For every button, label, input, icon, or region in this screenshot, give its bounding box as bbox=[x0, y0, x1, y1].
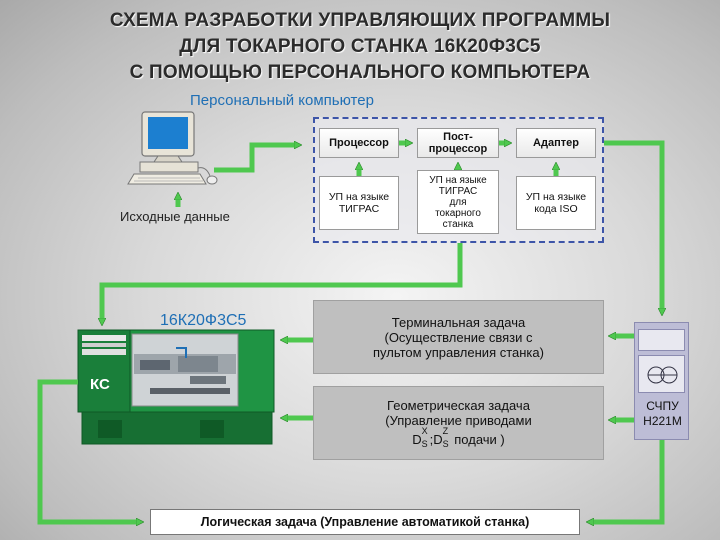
terminal-task-line-1: Терминальная задача bbox=[391, 314, 526, 330]
up-iso-line-1: УП на языке bbox=[525, 191, 587, 203]
up-iso-line-2: кода ISO bbox=[534, 203, 578, 215]
postprocessor-label-1: Пост- bbox=[443, 131, 473, 143]
processor-label: Процессор bbox=[329, 137, 389, 149]
logic-task-box: Логическая задача (Управление автоматико… bbox=[150, 509, 580, 535]
up-tigras-lathe-box: УП на языке ТИГРАС для токарного станка bbox=[417, 170, 499, 234]
page-title: СХЕМА РАЗРАБОТКИ УПРАВЛЯЮЩИХ ПРОГРАММЫ Д… bbox=[0, 8, 720, 86]
logic-task-label: Логическая задача (Управление автоматико… bbox=[200, 515, 530, 529]
up-lathe-line-2: ТИГРАС bbox=[438, 185, 478, 197]
geometric-task-line-2: (Управление приводами bbox=[385, 412, 532, 428]
chpu-display-main bbox=[638, 355, 685, 393]
up-tigras-line-2: ТИГРАС bbox=[338, 203, 380, 215]
adapter-label: Адаптер bbox=[533, 137, 579, 149]
up-lathe-line-4: токарного bbox=[435, 207, 481, 219]
terminal-task-line-3: пультом управления станка) bbox=[373, 344, 544, 360]
chpu-waveform-icon bbox=[647, 366, 678, 384]
geometric-task-line-1: Геометрическая задача bbox=[387, 397, 530, 413]
up-lathe-line-5: станка bbox=[442, 218, 474, 230]
processor-box: Процессор bbox=[319, 128, 399, 158]
up-tigras-line-1: УП на языке bbox=[328, 191, 390, 203]
up-iso-box: УП на языке кода ISO bbox=[516, 176, 596, 230]
geometric-d1-sup: X bbox=[421, 425, 428, 436]
title-line-3: С ПОМОЩЬЮ ПЕРСОНАЛЬНОГО КОМПЬЮТЕРА bbox=[129, 62, 591, 83]
geometric-d2-sup: Z bbox=[442, 425, 449, 436]
machine-model-label: 16К20Ф3С5 bbox=[160, 312, 247, 329]
arrow-chpu-to-logic bbox=[590, 440, 665, 522]
geometric-d1: D bbox=[412, 431, 422, 447]
title-line-1: СХЕМА РАЗРАБОТКИ УПРАВЛЯЮЩИХ ПРОГРАММЫ bbox=[109, 10, 611, 31]
arrow-region-to-machine bbox=[102, 243, 463, 322]
chpu-label-2: Н221М bbox=[643, 414, 682, 428]
chpu-unit: СЧПУ Н221М bbox=[634, 322, 689, 440]
arrow-pc-to-region bbox=[214, 145, 298, 173]
postprocessor-label-2: процессор bbox=[428, 143, 488, 155]
arrow-adapter-to-chpu bbox=[604, 140, 662, 312]
geometric-d2: D bbox=[433, 431, 443, 447]
source-data-label: Исходные данные bbox=[120, 209, 230, 224]
geometric-tail: подачи ) bbox=[450, 431, 505, 447]
chpu-label: СЧПУ Н221М bbox=[635, 399, 690, 429]
arrow-machine-to-logic bbox=[37, 379, 140, 522]
up-tigras-box: УП на языке ТИГРАС bbox=[319, 176, 399, 230]
up-lathe-line-3: для bbox=[449, 196, 467, 208]
geometric-sep: ; bbox=[429, 431, 434, 447]
terminal-task-line-2: (Осуществление связи с bbox=[384, 329, 533, 345]
chpu-label-1: СЧПУ bbox=[646, 399, 679, 413]
terminal-task-box: Терминальная задача (Осуществление связи… bbox=[313, 300, 604, 374]
up-lathe-line-1: УП на языке bbox=[429, 174, 487, 186]
pc-label: Персональный компьютер bbox=[190, 92, 374, 109]
postprocessor-box: Пост- процессор bbox=[417, 128, 499, 158]
geometric-task-box: Геометрическая задача (Управление привод… bbox=[313, 386, 604, 460]
geometric-d2-sub: S bbox=[442, 438, 449, 449]
ks-label: КС bbox=[90, 376, 110, 393]
chpu-display-top bbox=[638, 329, 685, 351]
adapter-box: Адаптер bbox=[516, 128, 596, 158]
title-line-2: ДЛЯ ТОКАРНОГО СТАНКА 16К20Ф3С5 bbox=[179, 36, 541, 57]
geometric-d1-sub: S bbox=[421, 438, 428, 449]
